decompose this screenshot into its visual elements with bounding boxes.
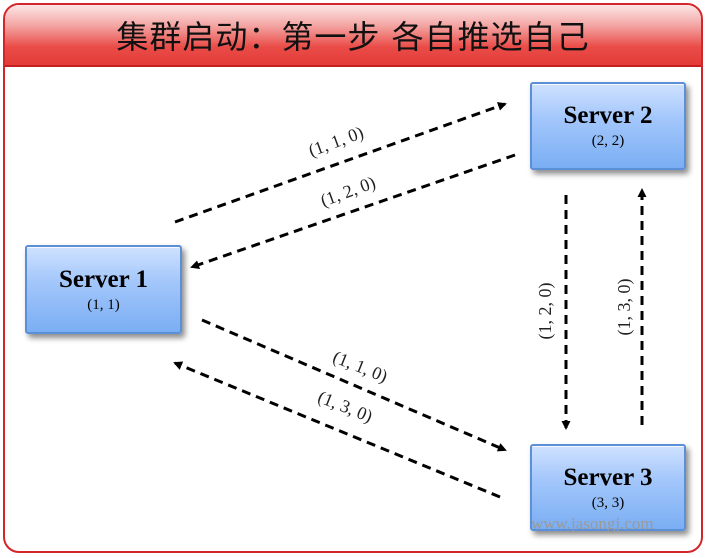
- server-vote: (3, 3): [591, 494, 625, 511]
- diagram-title: 集群启动：第一步 各自推选自己: [116, 18, 590, 56]
- server-2-node: Server 2 (2, 2): [530, 82, 686, 170]
- label-s3-to-s2: (1, 3, 0): [614, 279, 635, 336]
- server-name: Server 3: [563, 463, 653, 491]
- server-vote: (1, 1): [87, 296, 120, 313]
- server-1-node: Server 1 (1, 1): [25, 245, 182, 334]
- watermark: www.jasongj.com: [531, 514, 654, 533]
- server-3-node: Server 3 (3, 3): [530, 444, 686, 531]
- server-name: Server 1: [58, 265, 149, 293]
- server-name: Server 2: [563, 102, 653, 129]
- label-s3-to-s1: (1, 3, 0): [315, 386, 376, 427]
- arrow-s1-to-s2: [174, 102, 507, 224]
- title-bar: 集群启动：第一步 各自推选自己: [5, 5, 701, 67]
- label-s1-to-s3: (1, 1, 0): [330, 346, 391, 387]
- arrow-s1-to-s3: [201, 318, 507, 452]
- server-vote: (2, 2): [591, 133, 625, 149]
- arrow-s2-to-s1: [190, 153, 516, 269]
- label-s2-to-s3: (1, 2, 0): [535, 283, 556, 340]
- arrow-s3-to-s1: [173, 361, 501, 499]
- label-s1-to-s2: (1, 1, 0): [306, 122, 367, 161]
